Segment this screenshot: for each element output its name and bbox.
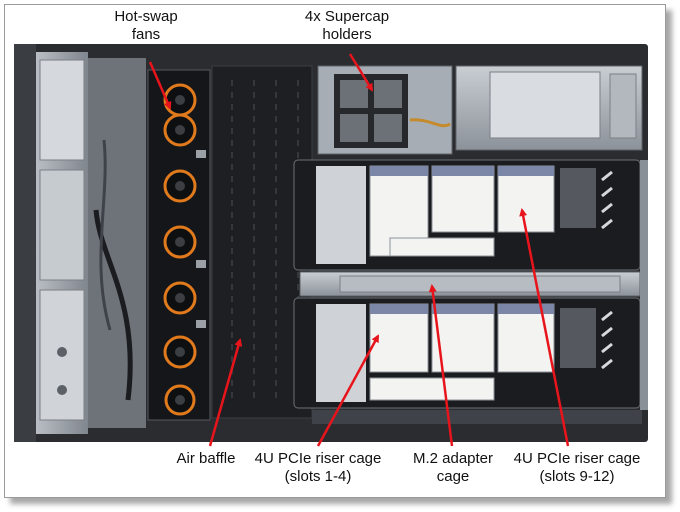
label-line: fans <box>131 26 161 43</box>
arrow-m2 <box>428 284 454 447</box>
label-line: (slots 9-12) <box>539 468 615 485</box>
fan <box>163 225 197 259</box>
riser-cage-slots-1-4 <box>293 297 641 409</box>
fan-bay <box>147 69 211 421</box>
fan <box>163 169 197 203</box>
label-air-baffle: Air baffle <box>177 450 236 468</box>
label-line: 4U PCIe riser cage <box>513 450 641 467</box>
label-riser-cage-slots-9-12: 4U PCIe riser cage (slots 9-12) <box>514 450 641 486</box>
label-line: 4U PCIe riser cage <box>254 450 382 467</box>
power-supply-bay <box>455 65 643 151</box>
chassis-side-rail <box>640 160 648 410</box>
chassis-rear-edge <box>312 410 642 424</box>
m2-adapter-cage <box>299 271 641 297</box>
fan <box>163 113 197 147</box>
arrow-fans <box>148 61 172 110</box>
arrow-riser-1-4 <box>316 334 380 447</box>
callout-arrows <box>148 53 570 447</box>
fan <box>163 83 197 117</box>
front-bezel <box>14 44 146 442</box>
label-line: (slots 1-4) <box>284 468 352 485</box>
label-line: holders <box>322 26 372 43</box>
fan <box>163 281 197 315</box>
riser-cage-slots-9-12 <box>293 159 641 271</box>
fan <box>163 335 197 369</box>
label-riser-cage-slots-1-4: 4U PCIe riser cage (slots 1-4) <box>255 450 382 486</box>
label-line: Air baffle <box>176 450 236 467</box>
supercap-holders <box>317 65 453 155</box>
fan <box>164 384 196 416</box>
arrow-riser-9-12 <box>519 208 570 447</box>
label-line: cage <box>436 468 470 485</box>
label-line: M.2 adapter <box>412 450 494 467</box>
label-supercap-holders: 4x Supercap holders <box>305 8 389 44</box>
label-line: Hot-swap <box>114 8 178 25</box>
label-m2-adapter-cage: M.2 adapter cage <box>413 450 493 486</box>
label-hot-swap-fans: Hot-swap fans <box>114 8 177 44</box>
label-line: 4x Supercap <box>304 8 390 25</box>
arrow-supercap <box>348 53 374 92</box>
arrow-air-baffle <box>208 338 243 447</box>
